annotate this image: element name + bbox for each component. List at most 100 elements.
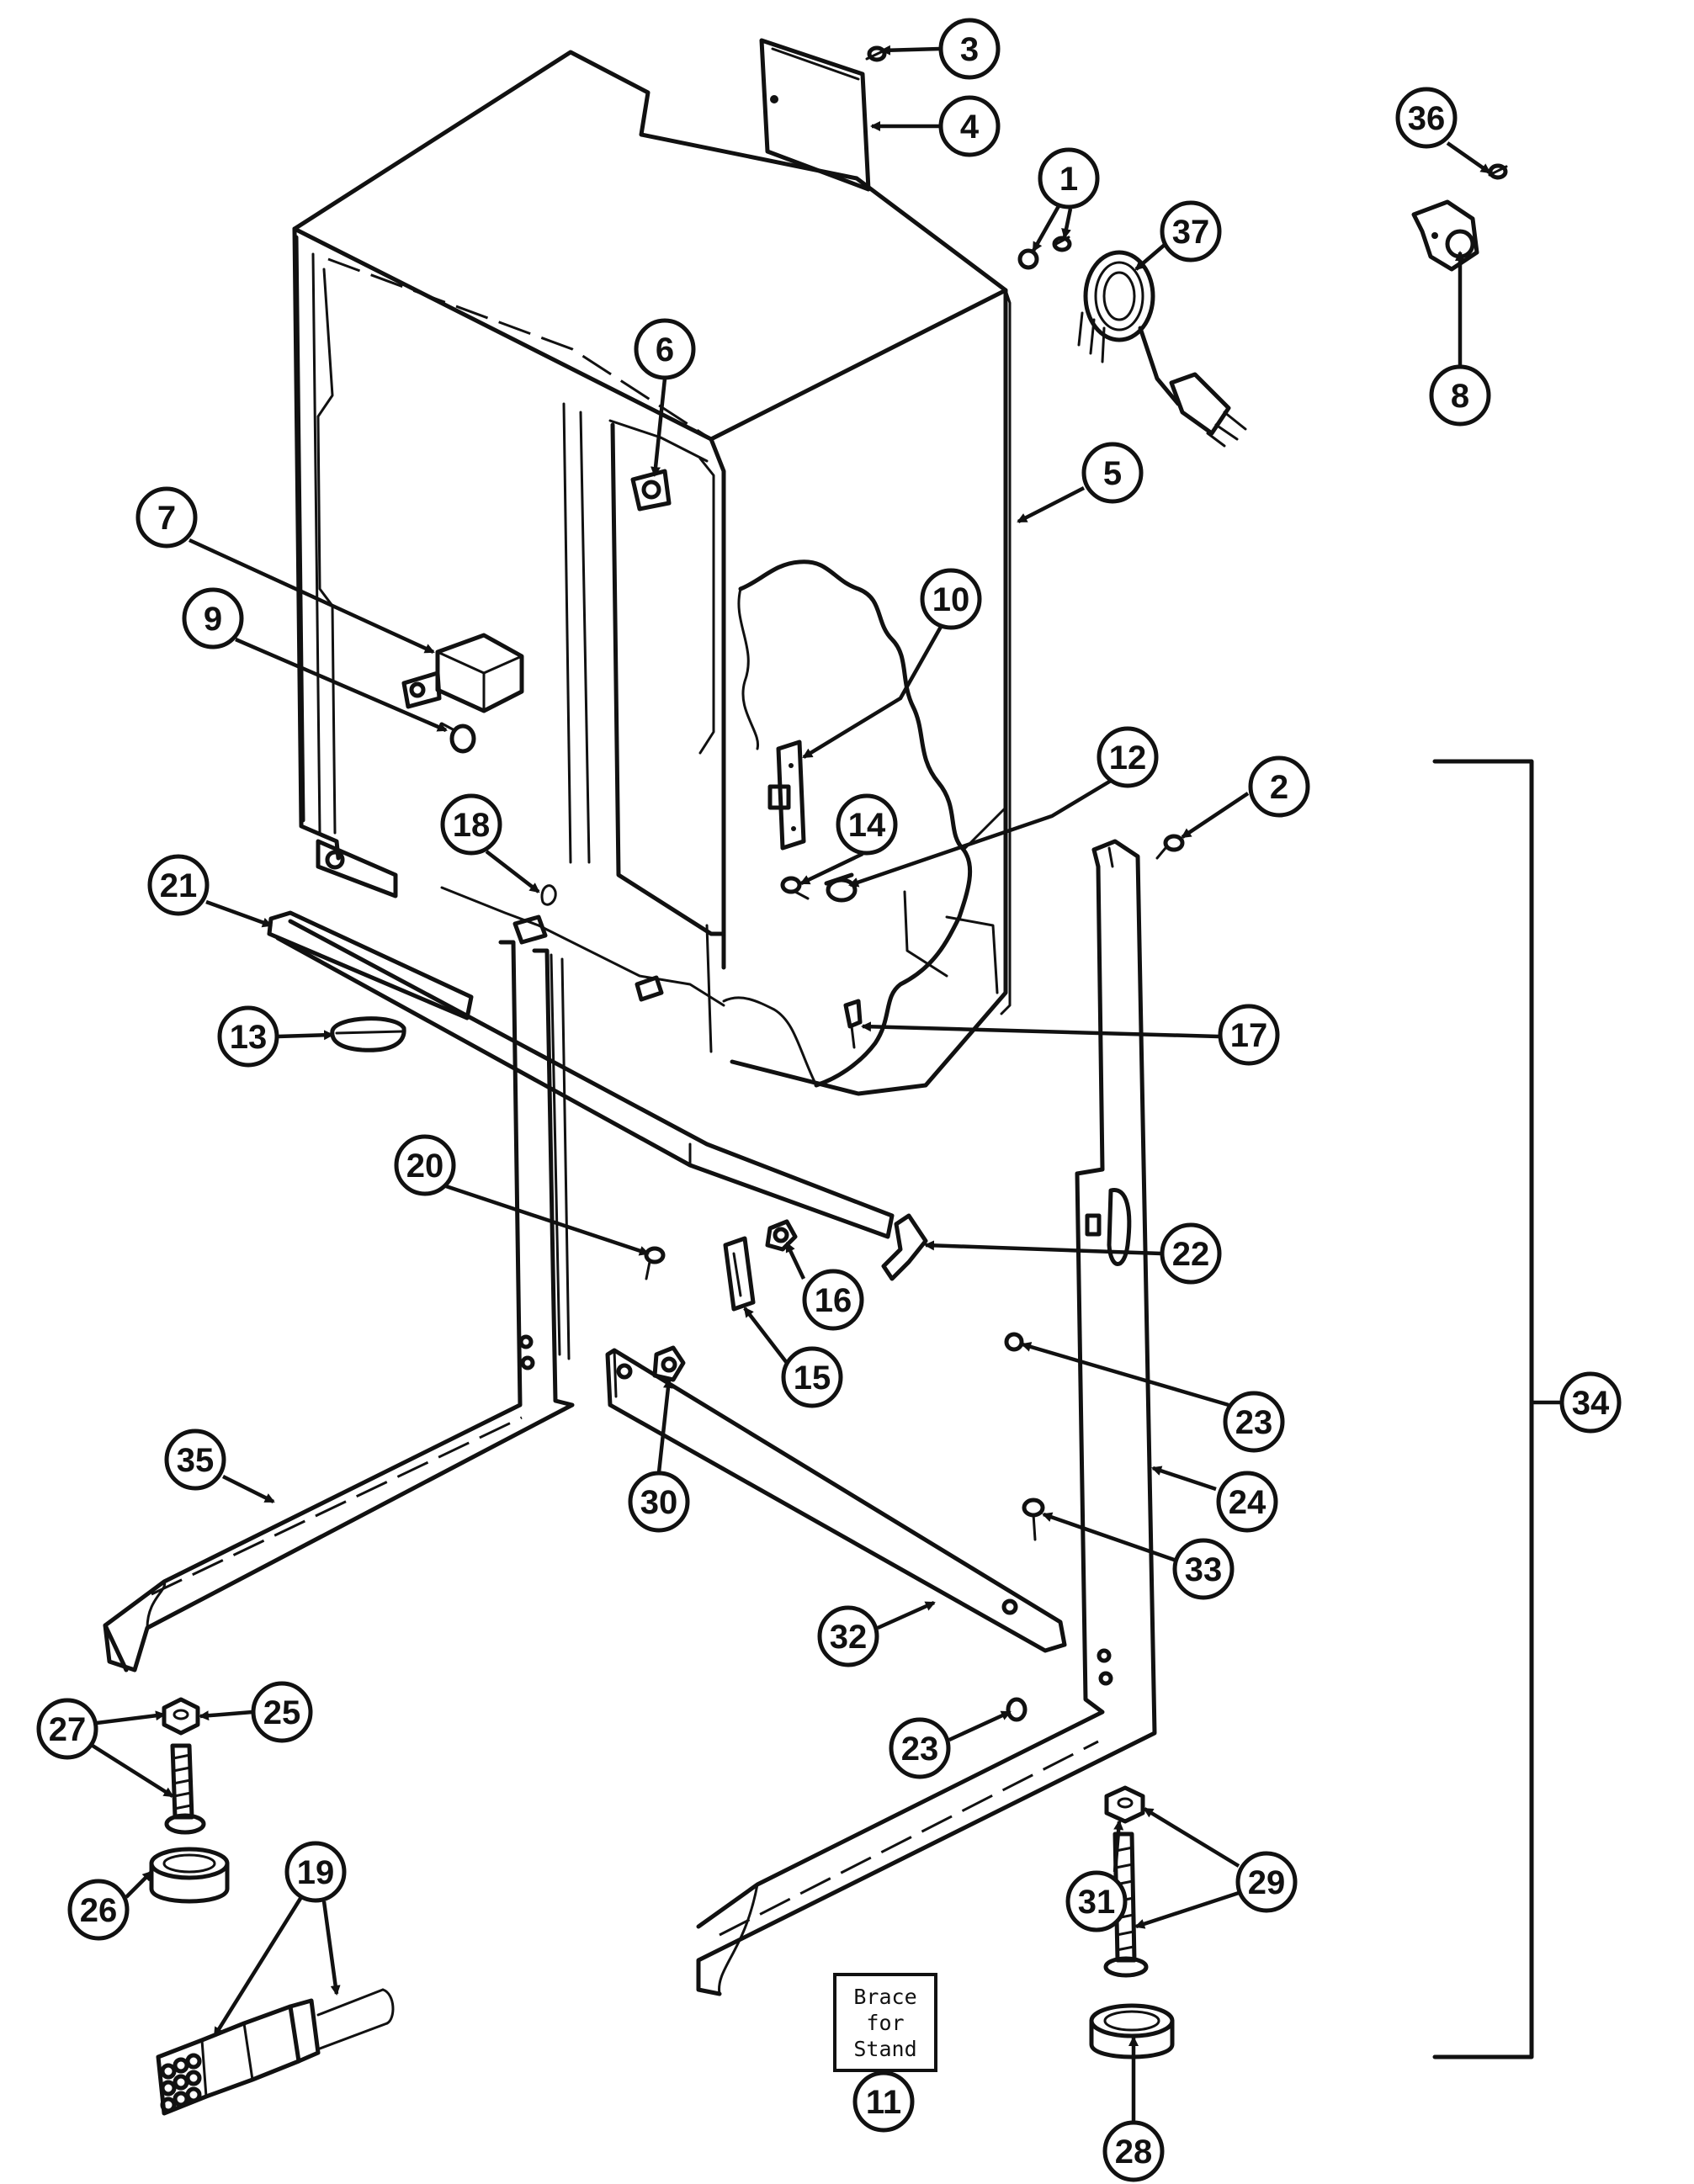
wire-connector xyxy=(156,1988,395,2116)
callout-circle xyxy=(284,1841,347,1903)
callout-number: 13 xyxy=(230,1019,268,1056)
callout-14: 14 xyxy=(836,793,898,856)
callout-number: 1 xyxy=(1059,161,1078,198)
callout-circle xyxy=(1216,1471,1278,1533)
callout-10: 10 xyxy=(920,568,982,630)
callout-circle xyxy=(182,587,244,649)
callout-9: 9 xyxy=(182,587,244,649)
callout-circle xyxy=(1235,1851,1298,1913)
callout-13: 13 xyxy=(217,1005,279,1068)
callout-4: 4 xyxy=(938,95,1001,157)
callout-number: 21 xyxy=(160,867,198,904)
note-line-2: for xyxy=(866,2010,905,2035)
callout-circle xyxy=(1081,442,1144,504)
leader-lines xyxy=(91,45,1491,2122)
callout-number: 19 xyxy=(297,1854,335,1891)
callout-number: 6 xyxy=(656,331,674,368)
callout-11: 11 xyxy=(852,2070,915,2133)
callout-circle xyxy=(1248,755,1310,818)
callout-circle xyxy=(36,1698,98,1760)
callout-number: 14 xyxy=(848,807,886,844)
callout-number: 22 xyxy=(1172,1236,1210,1273)
callout-circle xyxy=(164,1429,226,1491)
callout-15: 15 xyxy=(781,1346,843,1408)
callout-27: 27 xyxy=(36,1698,98,1760)
callout-7: 7 xyxy=(135,486,198,549)
callout-circle xyxy=(1223,1391,1285,1453)
wire-clamp xyxy=(824,872,858,903)
callout-19: 19 xyxy=(284,1841,347,1903)
leveler-foot-left xyxy=(149,1847,230,1904)
rail-nut xyxy=(652,1345,686,1382)
callout-32: 32 xyxy=(817,1605,879,1667)
callout-circle xyxy=(1102,2120,1165,2182)
callout-35: 35 xyxy=(164,1429,226,1491)
callout-circle xyxy=(1038,147,1100,209)
callout-circle xyxy=(781,1346,843,1408)
callout-circle xyxy=(802,1269,864,1331)
latch-bracket xyxy=(723,1236,756,1312)
callout-number: 31 xyxy=(1078,1884,1116,1921)
leg-screw-33 xyxy=(1022,1498,1045,1541)
callout-number: 11 xyxy=(866,2084,901,2121)
plug-23-upper xyxy=(1004,1332,1024,1352)
callout-37: 37 xyxy=(1160,200,1222,262)
callout-26: 26 xyxy=(67,1879,130,1941)
callout-circle xyxy=(147,854,210,916)
callout-circle xyxy=(1559,1371,1622,1434)
callout-circle xyxy=(1218,1004,1280,1066)
callout-circle xyxy=(628,1471,690,1533)
callout-number: 15 xyxy=(794,1360,831,1397)
callout-circle xyxy=(394,1134,456,1196)
callout-number: 29 xyxy=(1248,1864,1286,1901)
cabinet-hook xyxy=(630,469,672,512)
assembly-bracket-34 xyxy=(1432,759,1561,2059)
cabinet-bottom-bracket xyxy=(316,839,398,899)
callout-circle xyxy=(1429,364,1491,427)
right-leg xyxy=(696,839,1157,1996)
callout-29: 29 xyxy=(1235,1851,1298,1913)
callout-number: 33 xyxy=(1185,1551,1223,1588)
callout-circle xyxy=(889,1717,951,1779)
harness-strap xyxy=(440,884,725,1007)
front-brace-strip xyxy=(267,910,895,1239)
callout-circle xyxy=(440,793,502,856)
callout-number: 18 xyxy=(453,807,491,844)
callout-36: 36 xyxy=(1395,87,1458,149)
callout-number: 37 xyxy=(1172,214,1210,251)
door-switch xyxy=(767,739,806,851)
callout-23b: 23 xyxy=(889,1717,951,1779)
leveler-nut-right xyxy=(1104,1785,1145,1824)
callout-number: 36 xyxy=(1408,100,1446,137)
callout-number: 9 xyxy=(204,601,222,638)
callout-2: 2 xyxy=(1248,755,1310,818)
callout-33: 33 xyxy=(1172,1538,1235,1600)
callout-circle xyxy=(1160,1222,1222,1285)
callout-number: 3 xyxy=(960,31,979,68)
callout-circle xyxy=(217,1005,279,1068)
cord-washer-and-screw xyxy=(1017,236,1072,270)
callout-23a: 23 xyxy=(1223,1391,1285,1453)
callout-31: 31 xyxy=(1065,1870,1128,1932)
callout-circle xyxy=(852,2070,915,2133)
callout-number: 2 xyxy=(1270,769,1288,806)
callout-6: 6 xyxy=(634,318,696,380)
right-screw-2 xyxy=(1155,834,1185,860)
callout-circle xyxy=(1097,726,1159,788)
callout-number: 32 xyxy=(830,1619,868,1656)
callout-circle xyxy=(67,1879,130,1941)
callout-16: 16 xyxy=(802,1269,864,1331)
callout-circle xyxy=(1395,87,1458,149)
callout-17: 17 xyxy=(1218,1004,1280,1066)
callout-number: 4 xyxy=(960,109,980,146)
left-leg xyxy=(103,940,575,1672)
callout-number: 23 xyxy=(901,1731,939,1768)
callout-number: 30 xyxy=(640,1484,678,1521)
callout-circle xyxy=(135,486,198,549)
callout-3: 3 xyxy=(938,18,1001,80)
callout-circle xyxy=(1172,1538,1235,1600)
callout-number: 5 xyxy=(1103,455,1122,492)
brace-screw xyxy=(644,1246,666,1280)
note-line-3: Stand xyxy=(853,2036,917,2061)
